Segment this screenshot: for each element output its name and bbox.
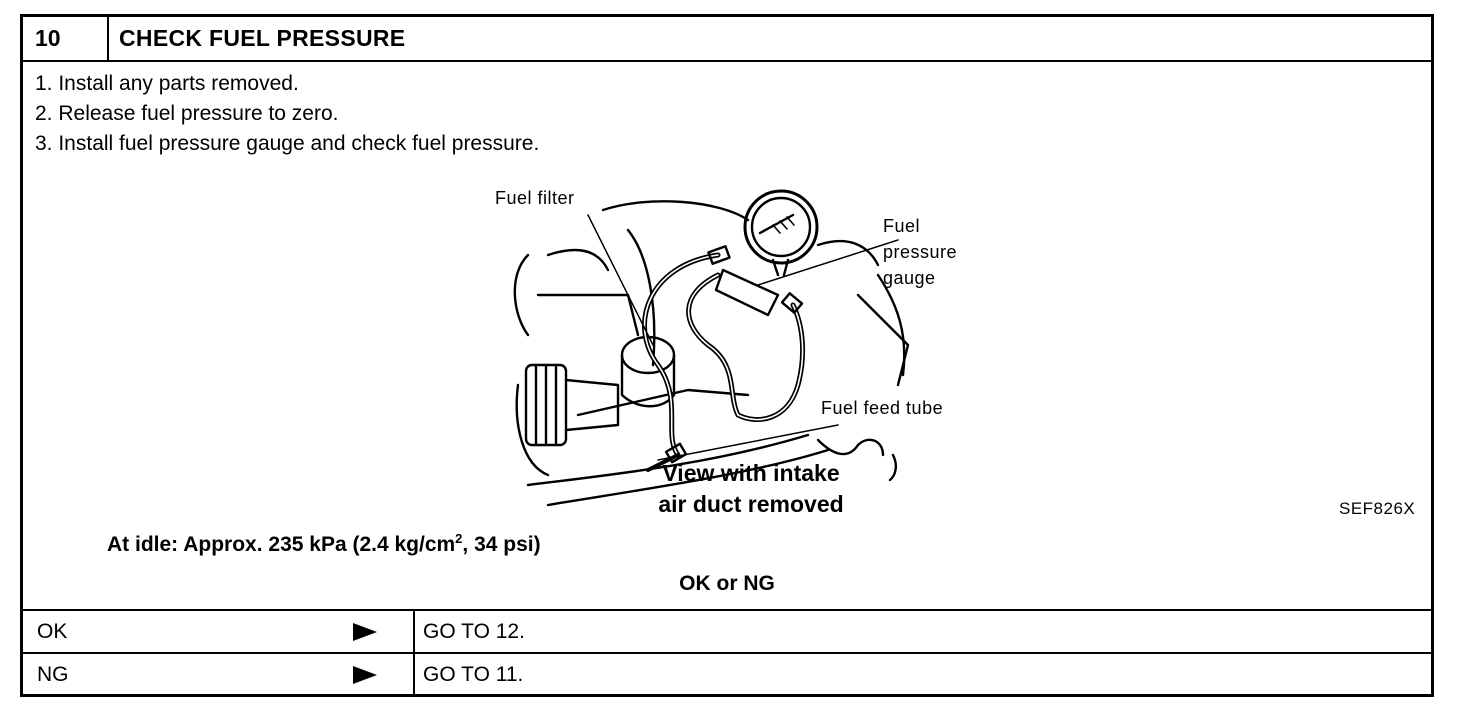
- arrow-right-icon: [353, 623, 377, 641]
- procedure-steps: 1. Install any parts removed. 2. Release…: [35, 69, 539, 159]
- result-row-ok: OK GO TO 12.: [23, 609, 1431, 652]
- result-action: GO TO 11.: [413, 654, 523, 695]
- step-header: 10 CHECK FUEL PRESSURE: [23, 17, 1431, 62]
- step-number: 10: [23, 17, 109, 60]
- label-fuel-filter: Fuel filter: [495, 188, 575, 208]
- step-title: CHECK FUEL PRESSURE: [119, 25, 406, 51]
- spec-prefix: At idle: Approx. 235 kPa (2.4 kg/cm: [107, 533, 456, 556]
- label-gauge-line1: Fuel: [883, 216, 921, 236]
- result-action: GO TO 12.: [413, 611, 525, 652]
- procedure-step: 1. Install any parts removed.: [35, 72, 299, 95]
- spec-superscript: 2: [455, 531, 463, 546]
- figure-caption: View with intake air duct removed: [641, 458, 861, 520]
- fuel-pressure-spec: At idle: Approx. 235 kPa (2.4 kg/cm2, 34…: [107, 531, 541, 557]
- spec-suffix: , 34 psi): [462, 533, 541, 556]
- procedure-step: 3. Install fuel pressure gauge and check…: [35, 132, 540, 155]
- result-label: OK: [37, 620, 68, 643]
- procedure-step: 2. Release fuel pressure to zero.: [35, 102, 339, 125]
- result-label: NG: [37, 663, 69, 686]
- label-gauge-line3: gauge: [883, 268, 936, 288]
- result-row-ng: NG GO TO 11.: [23, 652, 1431, 695]
- label-fuel-feed-tube: Fuel feed tube: [821, 398, 944, 418]
- caption-line: View with intake: [662, 460, 840, 486]
- result-question: OK or NG: [679, 572, 775, 595]
- fuel-pressure-gauge-illustration: [513, 189, 910, 507]
- inspection-table: 10 CHECK FUEL PRESSURE 1. Install any pa…: [20, 14, 1434, 697]
- figure-code: SEF826X: [1339, 499, 1416, 518]
- caption-line: air duct removed: [658, 491, 844, 517]
- label-gauge-line2: pressure: [883, 242, 958, 262]
- arrow-right-icon: [353, 666, 377, 684]
